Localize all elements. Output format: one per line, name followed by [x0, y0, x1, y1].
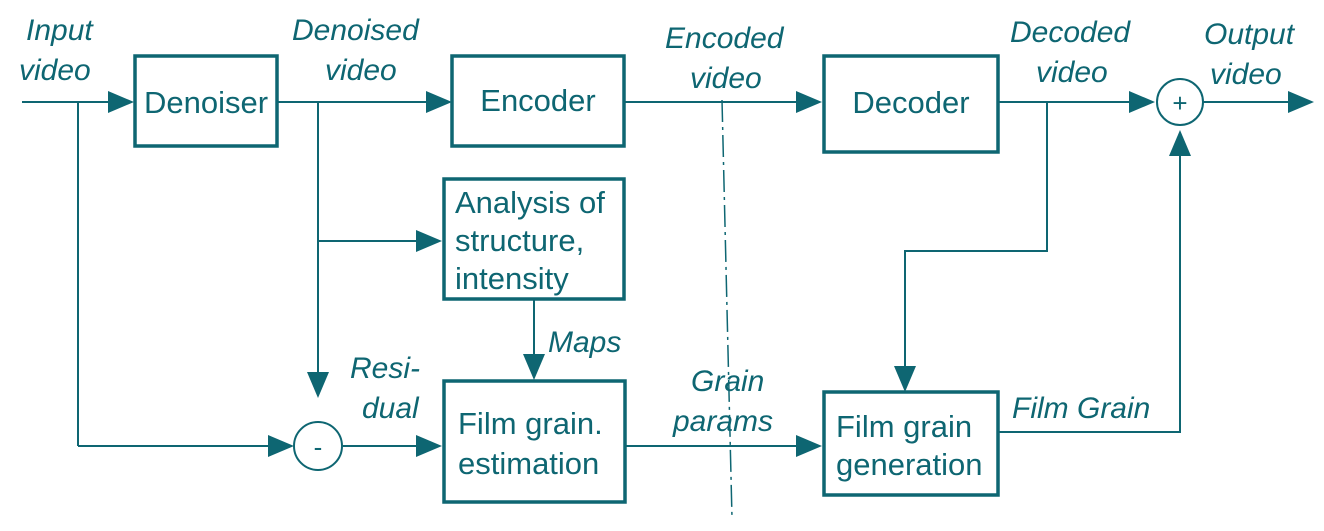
arrowhead [523, 354, 545, 380]
decoded-video-label-line-2: video [1036, 56, 1108, 89]
encoder-block: Encoder [450, 54, 626, 148]
plus-icon: + [1172, 88, 1187, 118]
arrowhead [416, 230, 442, 252]
estimation-label-line-2: estimation [458, 446, 599, 481]
output-video-label-line-2: video [1210, 58, 1282, 91]
subtractor-node: - [293, 421, 343, 471]
grain-params-label-line-2: params [672, 405, 773, 438]
wire-decoded-to-generation [904, 102, 1048, 380]
denoised-video-label-line-1: Denoised [292, 14, 420, 47]
residual-label-line-2: dual [362, 392, 420, 425]
edge-labels: Input video Denoised video Encoded video… [19, 14, 1296, 438]
arrowhead [894, 366, 916, 392]
input-video-label-line-1: Input [26, 14, 94, 47]
arrowhead [307, 372, 329, 398]
arrowhead [1288, 91, 1314, 113]
decoder-block: Decoder [822, 54, 1000, 154]
encoded-video-label-line-1: Encoded [665, 22, 785, 55]
wire-generation-to-adder [998, 145, 1181, 433]
adder-node: + [1156, 78, 1204, 126]
encoded-video-label-line-2: video [690, 62, 762, 95]
analysis-label-line-1: Analysis of [455, 185, 605, 220]
arrowhead [108, 91, 134, 113]
input-video-label-line-2: video [19, 54, 91, 87]
generation-label-line-1: Film grain [836, 409, 972, 444]
arrowhead [416, 435, 442, 457]
arrowhead [796, 435, 822, 457]
analysis-label-line-3: intensity [455, 261, 569, 296]
denoised-video-label-line-2: video [325, 54, 397, 87]
analysis-block: Analysis of structure, intensity [442, 177, 626, 301]
arrowhead [268, 435, 294, 457]
grain-params-label-line-1: Grain [691, 365, 764, 398]
encoder-label: Encoder [480, 83, 595, 118]
generation-label-line-2: generation [836, 447, 983, 482]
film-grain-label: Film Grain [1012, 392, 1150, 425]
film-grain-generation-block: Film grain generation [822, 390, 1000, 497]
decoded-video-label-line-1: Decoded [1010, 16, 1131, 49]
output-video-label-line-1: Output [1204, 18, 1296, 51]
denoiser-block: Denoiser [133, 54, 279, 148]
residual-label-line-1: Resi- [350, 352, 420, 385]
arrowhead [1169, 130, 1191, 156]
connectors [22, 101, 1290, 447]
arrowhead [426, 91, 452, 113]
arrowhead [1129, 91, 1155, 113]
analysis-label-line-2: structure, [455, 223, 584, 258]
maps-label: Maps [548, 326, 621, 359]
arrowheads [108, 91, 1314, 457]
decoder-label: Decoder [852, 85, 969, 120]
channel-divider-line [721, 99, 733, 519]
film-grain-estimation-block: Film grain. estimation [442, 379, 627, 504]
estimation-label-line-1: Film grain. [458, 406, 603, 441]
denoiser-label: Denoiser [144, 85, 268, 120]
minus-icon: - [314, 432, 323, 462]
arrowhead [796, 91, 822, 113]
